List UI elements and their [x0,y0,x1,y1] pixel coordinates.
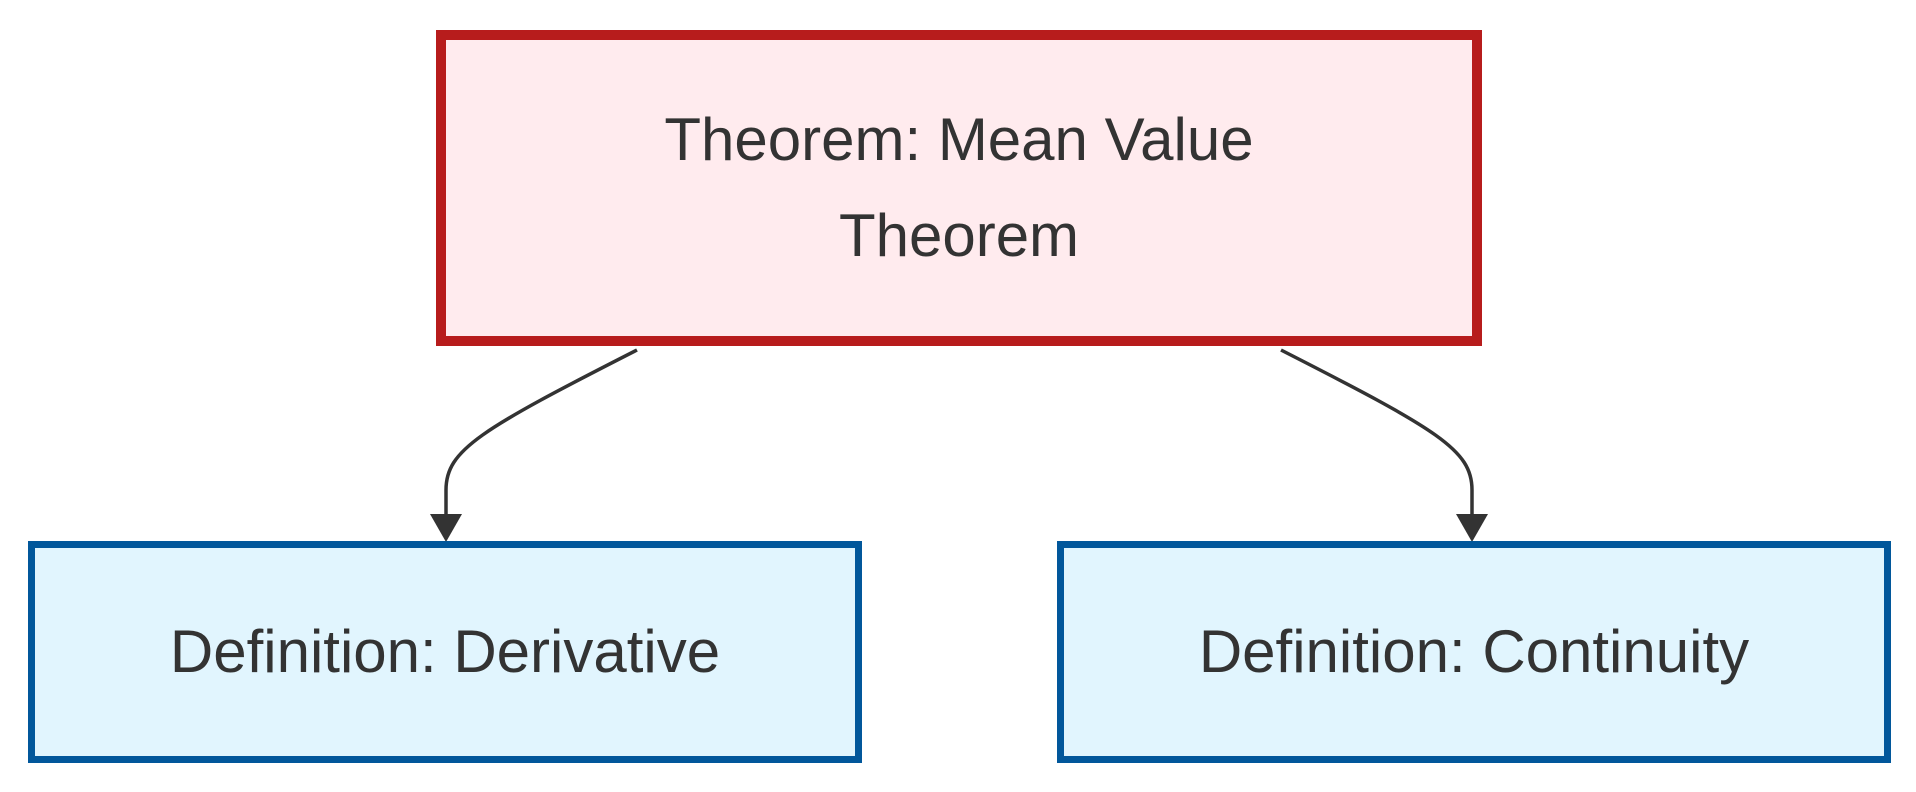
arrowhead-continuity [1456,514,1488,542]
continuity-definition-node[interactable]: Definition: Continuity [1057,541,1891,763]
derivative-node-label: Definition: Derivative [169,618,721,685]
arrowhead-derivative [430,514,462,542]
derivative-definition-node[interactable]: Definition: Derivative [28,541,862,763]
edge-theorem-to-derivative [444,348,638,514]
theorem-node[interactable]: Theorem: Mean Value Theorem [436,30,1482,346]
theorem-node-label: Theorem: Mean Value Theorem [664,106,1254,269]
continuity-node-label: Definition: Continuity [1198,618,1750,685]
edge-theorem-to-continuity [1280,348,1474,514]
